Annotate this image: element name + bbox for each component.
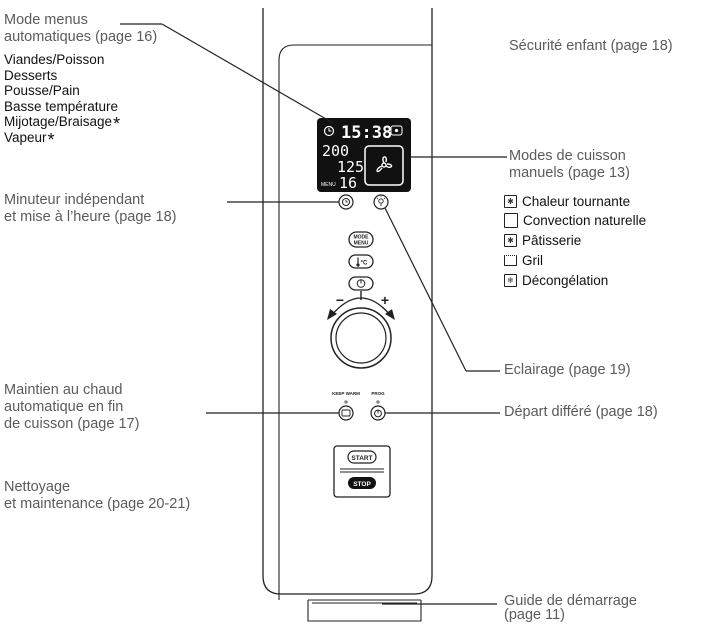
mode-menus-label: Mode menus automatiques (page 16) (4, 12, 157, 46)
lcd-display (317, 118, 411, 192)
stop-button[interactable]: STOP (348, 477, 376, 489)
light-bulb-icon[interactable] (373, 194, 389, 210)
knob-plus: + (381, 292, 389, 308)
modes-cuisson-line1: Modes de cuisson (509, 148, 626, 164)
knob-minus: − (336, 292, 344, 308)
menu-item: Vapeur (4, 130, 120, 146)
mode-label: Pâtisserie (522, 233, 582, 248)
modes-cuisson-line2: manuels (page 13) (509, 165, 630, 181)
mode-patisserie: ✱ Pâtisserie (504, 233, 581, 248)
nettoyage-label: Nettoyage et maintenance (page 20-21) (4, 479, 190, 513)
guide-drawer (307, 600, 422, 622)
fan-icon: ✱ (504, 195, 517, 208)
minuteur-line2: et mise à l’heure (page 18) (4, 209, 177, 225)
eclairage-label: Eclairage (page 19) (504, 362, 631, 378)
svg-text:START: START (351, 455, 372, 462)
lcd-menu-label: MENU (321, 182, 336, 188)
mode-label: Convection naturelle (523, 213, 647, 228)
menu-item: Viandes/Poisson (4, 52, 105, 67)
svg-text:MENU: MENU (354, 241, 369, 247)
top-bottom-heat-icon (504, 213, 518, 228)
depart-differe-label: Départ différé (page 18) (504, 404, 658, 420)
maintien-line3: de cuisson (page 17) (4, 416, 140, 432)
mode-chaleur-tournante: ✱ Chaleur tournante (504, 194, 630, 209)
guide-demarrage-label: Guide de démarrage (page 11) (504, 593, 637, 623)
mode-label: Décongélation (522, 273, 609, 288)
start-button[interactable]: START (347, 450, 377, 464)
temperature-button[interactable]: °C (348, 254, 374, 269)
lcd-menu-number: 16 (339, 174, 357, 192)
mode-menus-line2: automatiques (page 16) (4, 29, 158, 45)
grill-icon (504, 255, 517, 266)
menu-item: Mijotage/Braisage (4, 114, 120, 130)
mode-menus-line1: Mode menus (4, 12, 88, 28)
maintien-label: Maintien au chaud automatique en fin de … (4, 382, 139, 433)
fan-icon (376, 156, 393, 173)
nettoyage-line1: Nettoyage (4, 479, 71, 495)
svg-text:MODE: MODE (354, 235, 370, 241)
modes-cuisson-label: Modes de cuisson manuels (page 13) (509, 148, 630, 182)
keep-warm-label: KEEP WARM (332, 391, 360, 396)
guide-line1: Guide de démarrage (504, 593, 637, 609)
inner-frame (278, 44, 432, 600)
prog-label: PROG (371, 391, 385, 396)
mode-menu-button[interactable]: MODE MENU (348, 231, 374, 248)
lcd-temperature: 200 (322, 142, 349, 160)
guide-line2: (page 11) (504, 607, 565, 623)
svg-text:STOP: STOP (353, 481, 371, 488)
minuteur-label: Minuteur indépendant et mise à l’heure (… (4, 192, 177, 226)
key-lock-icon (390, 125, 403, 136)
panel-outline (262, 8, 433, 595)
mode-gril: Gril (504, 253, 543, 268)
timer-icon (323, 125, 335, 137)
lcd-timer: 125 (337, 158, 364, 176)
securite-enfant-label: Sécurité enfant (page 18) (509, 38, 673, 54)
mode-decongelation: ❄ Décongélation (504, 273, 608, 288)
pastry-fan-icon: ✱ (504, 234, 517, 247)
lcd-time: 15:38 (341, 123, 392, 143)
prog-button[interactable] (370, 405, 386, 421)
nettoyage-line2: et maintenance (page 20-21) (4, 496, 191, 512)
mode-convection-naturelle: Convection naturelle (504, 213, 646, 228)
auto-menus-list: Viandes/Poisson Desserts Pousse/Pain Bas… (4, 52, 120, 145)
minuteur-line1: Minuteur indépendant (4, 192, 145, 208)
maintien-line1: Maintien au chaud (4, 382, 123, 398)
clock-button[interactable] (348, 276, 374, 291)
leader-lines (120, 23, 507, 605)
timer-button[interactable] (338, 194, 354, 210)
fan-mode-box (364, 145, 404, 186)
maintien-line2: automatique en fin (4, 399, 124, 415)
menu-item: Desserts (4, 67, 58, 83)
menu-item: Basse température (4, 98, 119, 114)
mode-label: Gril (522, 253, 543, 268)
svg-text:°C: °C (361, 261, 368, 267)
keep-warm-button[interactable] (338, 405, 354, 421)
control-knob[interactable] (327, 291, 395, 369)
mode-label: Chaleur tournante (522, 194, 631, 209)
snowflake-icon: ❄ (504, 274, 517, 287)
menu-item: Pousse/Pain (4, 83, 80, 98)
